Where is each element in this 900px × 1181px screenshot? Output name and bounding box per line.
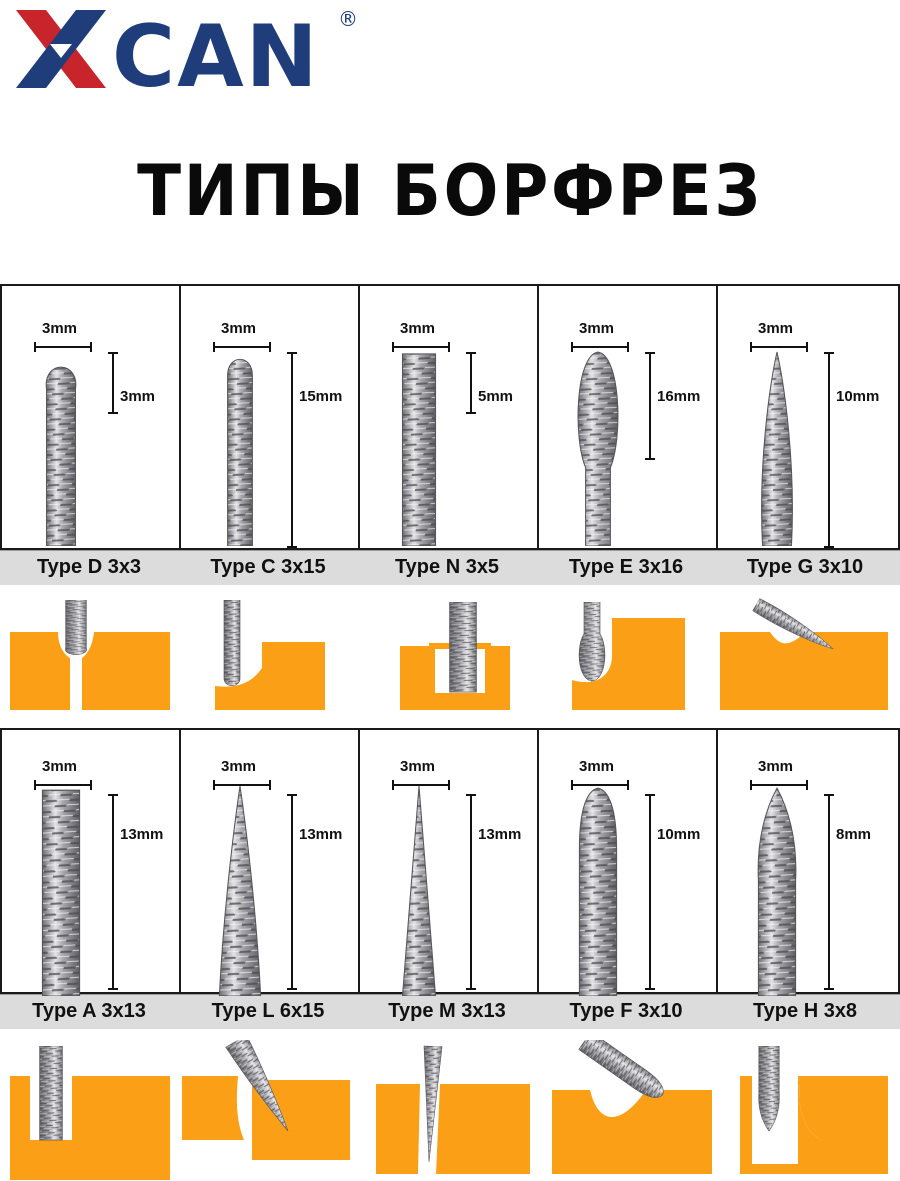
workpiece-upper <box>70 1076 170 1138</box>
page-title: ТИПЫ БОРФРЕЗ <box>137 150 763 232</box>
workpiece-left <box>182 1076 244 1140</box>
length-dimension-text: 13mm <box>299 826 343 843</box>
length-dimension-text: 16mm <box>657 388 701 405</box>
width-dimension-text: 3mm <box>400 758 436 775</box>
length-dimension-text: 13mm <box>478 826 522 843</box>
length-dimension-line <box>108 794 118 990</box>
length-dimension-line <box>466 352 476 414</box>
workpiece-right <box>82 632 170 710</box>
type-label: Type L 6x15 <box>211 1000 325 1022</box>
width-dimension-text: 3mm <box>221 320 257 337</box>
width-dimension-text: 3mm <box>400 320 436 337</box>
type-label-band <box>0 550 900 585</box>
burr-cell <box>358 728 538 994</box>
workpiece-right <box>252 1080 350 1160</box>
workpiece-left <box>10 632 70 710</box>
width-dimension-text: 3mm <box>42 320 78 337</box>
type-label: Type N 3x5 <box>394 556 500 578</box>
burr-in-cut <box>758 1046 780 1132</box>
width-dimension-line <box>750 342 808 352</box>
burr-bit-image <box>30 786 92 1001</box>
burr-cell <box>537 728 717 994</box>
width-dimension-line <box>213 342 271 352</box>
length-dimension-text: 15mm <box>299 388 343 405</box>
burr-in-cut <box>578 1040 669 1104</box>
logo-text: CAN <box>112 7 320 100</box>
width-dimension-text: 3mm <box>221 758 257 775</box>
burr-in-cut <box>65 600 87 655</box>
length-dimension-text: 3mm <box>120 388 156 405</box>
registered-mark: ® <box>338 7 358 31</box>
workpiece <box>215 642 325 710</box>
type-label: Type H 3x8 <box>752 1000 858 1022</box>
workpiece <box>572 618 685 710</box>
workpiece-left <box>376 1084 420 1174</box>
length-dimension-line <box>824 352 834 548</box>
burr-cell <box>716 728 900 994</box>
workpiece <box>720 632 888 710</box>
width-dimension-line <box>571 342 629 352</box>
burr-bit-image <box>746 786 808 1001</box>
burr-bit-image <box>388 350 450 551</box>
length-dimension-line <box>466 794 476 990</box>
burr-bit-image <box>30 350 92 551</box>
length-dimension-line <box>645 794 655 990</box>
workpiece-right <box>436 1084 530 1174</box>
type-label: Type A 3x13 <box>32 1000 146 1022</box>
width-dimension-text: 3mm <box>579 320 615 337</box>
length-dimension-text: 13mm <box>120 826 164 843</box>
burr-cell <box>358 284 538 550</box>
width-dimension-line <box>392 780 450 790</box>
burr-in-cut <box>449 602 477 693</box>
length-dimension-line <box>287 352 297 548</box>
width-dimension-text: 3mm <box>758 758 794 775</box>
width-dimension-line <box>34 342 92 352</box>
xcan-logo: CAN ® <box>16 7 358 100</box>
length-dimension-line <box>108 352 118 414</box>
cut-illustrations-row-1 <box>10 598 888 710</box>
burr-bit-image <box>746 350 808 551</box>
width-dimension-line <box>213 780 271 790</box>
type-label: Type M 3x13 <box>388 1000 506 1022</box>
length-dimension-text: 10mm <box>836 388 880 405</box>
width-dimension-text: 3mm <box>758 320 794 337</box>
workpiece <box>552 1090 712 1174</box>
width-dimension-text: 3mm <box>579 758 615 775</box>
type-label-band <box>0 994 900 1029</box>
burr-cell <box>716 284 900 550</box>
burr-bit-image <box>567 786 629 1001</box>
burr-cell <box>179 284 359 550</box>
width-dimension-line <box>571 780 629 790</box>
type-label: Type D 3x3 <box>36 556 142 578</box>
burr-cell <box>0 728 180 994</box>
burr-bit-image <box>209 350 271 551</box>
type-label: Type C 3x15 <box>210 556 326 578</box>
width-dimension-text: 3mm <box>42 758 78 775</box>
burr-in-cut <box>39 1046 63 1141</box>
width-dimension-line <box>392 342 450 352</box>
length-dimension-line <box>645 352 655 460</box>
length-dimension-text: 5mm <box>478 388 514 405</box>
workpiece-upper <box>799 1076 888 1140</box>
burr-cell <box>179 728 359 994</box>
length-dimension-text: 8mm <box>836 826 872 843</box>
type-label: Type E 3x16 <box>568 556 684 578</box>
length-dimension-text: 10mm <box>657 826 701 843</box>
burr-in-cut <box>223 600 241 686</box>
burr-cell <box>537 284 717 550</box>
burr-bit-image <box>567 350 629 551</box>
type-label: Type F 3x10 <box>569 1000 683 1022</box>
type-label: Type G 3x10 <box>746 556 864 578</box>
length-dimension-line <box>824 794 834 990</box>
length-dimension-line <box>287 794 297 990</box>
burr-in-cut <box>578 602 606 682</box>
burr-bit-image <box>209 785 271 1001</box>
cut-illustrations-row-2 <box>10 1040 888 1180</box>
width-dimension-line <box>34 780 92 790</box>
burr-cell <box>0 284 180 550</box>
burr-bit-image <box>388 785 450 1001</box>
width-dimension-line <box>750 780 808 790</box>
